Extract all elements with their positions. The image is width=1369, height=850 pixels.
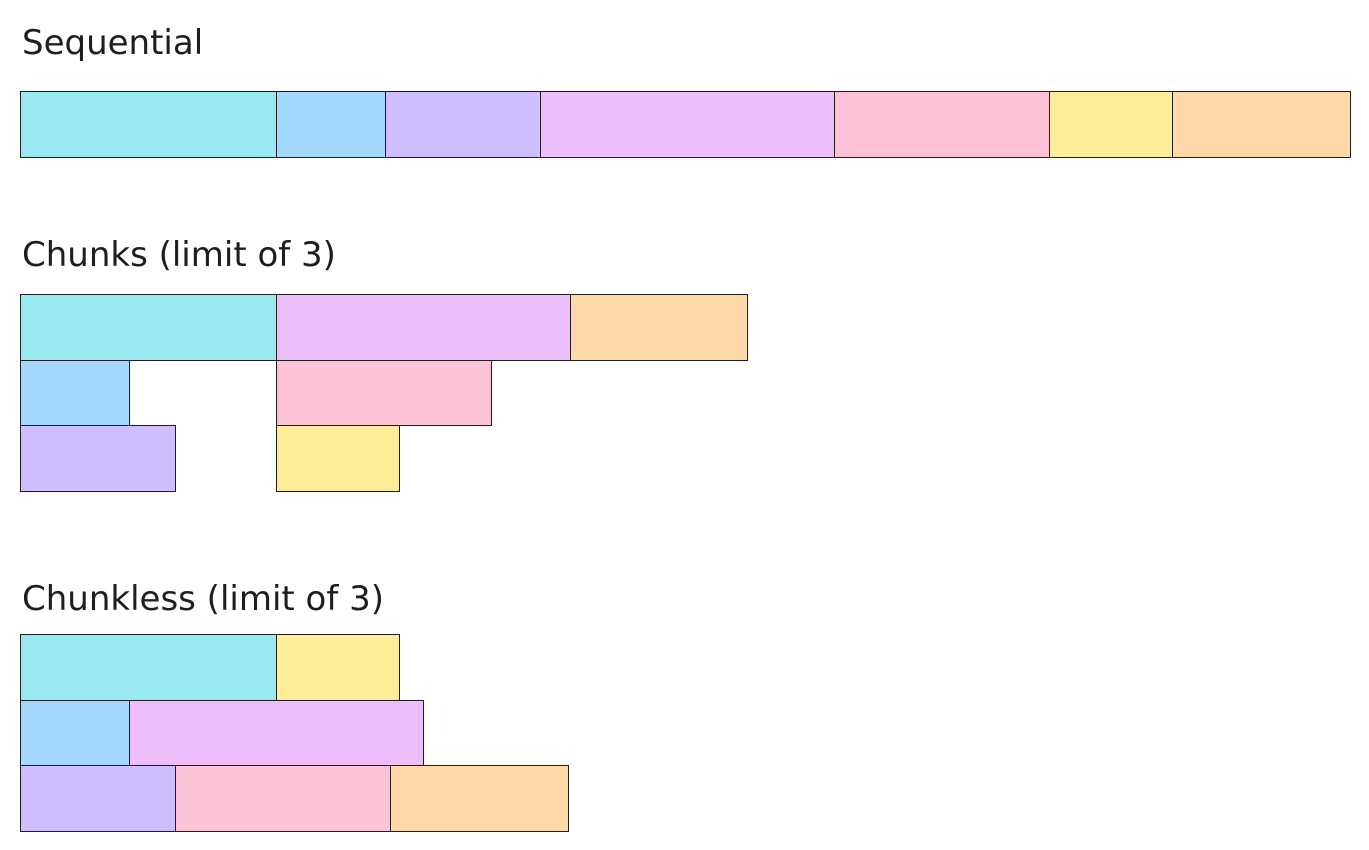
task-block-2 (20, 699, 130, 766)
task-block-1 (20, 634, 277, 701)
task-block-6 (276, 634, 400, 701)
task-block-1 (20, 294, 277, 361)
chunks-timeline (20, 294, 1350, 492)
task-block-7 (390, 765, 569, 832)
task-block-2 (276, 91, 386, 158)
task-block-7 (1172, 91, 1351, 158)
sequential-timeline (20, 91, 1351, 158)
task-block-2 (20, 359, 130, 426)
task-block-5 (276, 359, 492, 426)
task-block-3 (20, 425, 176, 492)
task-block-4 (129, 699, 424, 766)
task-block-4 (540, 91, 835, 158)
task-block-5 (834, 91, 1050, 158)
section-title-chunks: Chunks (limit of 3) (22, 235, 336, 275)
task-block-3 (20, 765, 176, 832)
task-block-5 (175, 765, 391, 832)
task-block-4 (276, 294, 571, 361)
task-block-6 (1049, 91, 1173, 158)
task-block-1 (20, 91, 277, 158)
task-block-6 (276, 425, 400, 492)
section-title-sequential: Sequential (22, 23, 204, 63)
section-title-chunkless: Chunkless (limit of 3) (22, 579, 385, 619)
task-block-7 (570, 294, 748, 361)
task-block-3 (385, 91, 541, 158)
chunkless-timeline (20, 634, 1350, 832)
